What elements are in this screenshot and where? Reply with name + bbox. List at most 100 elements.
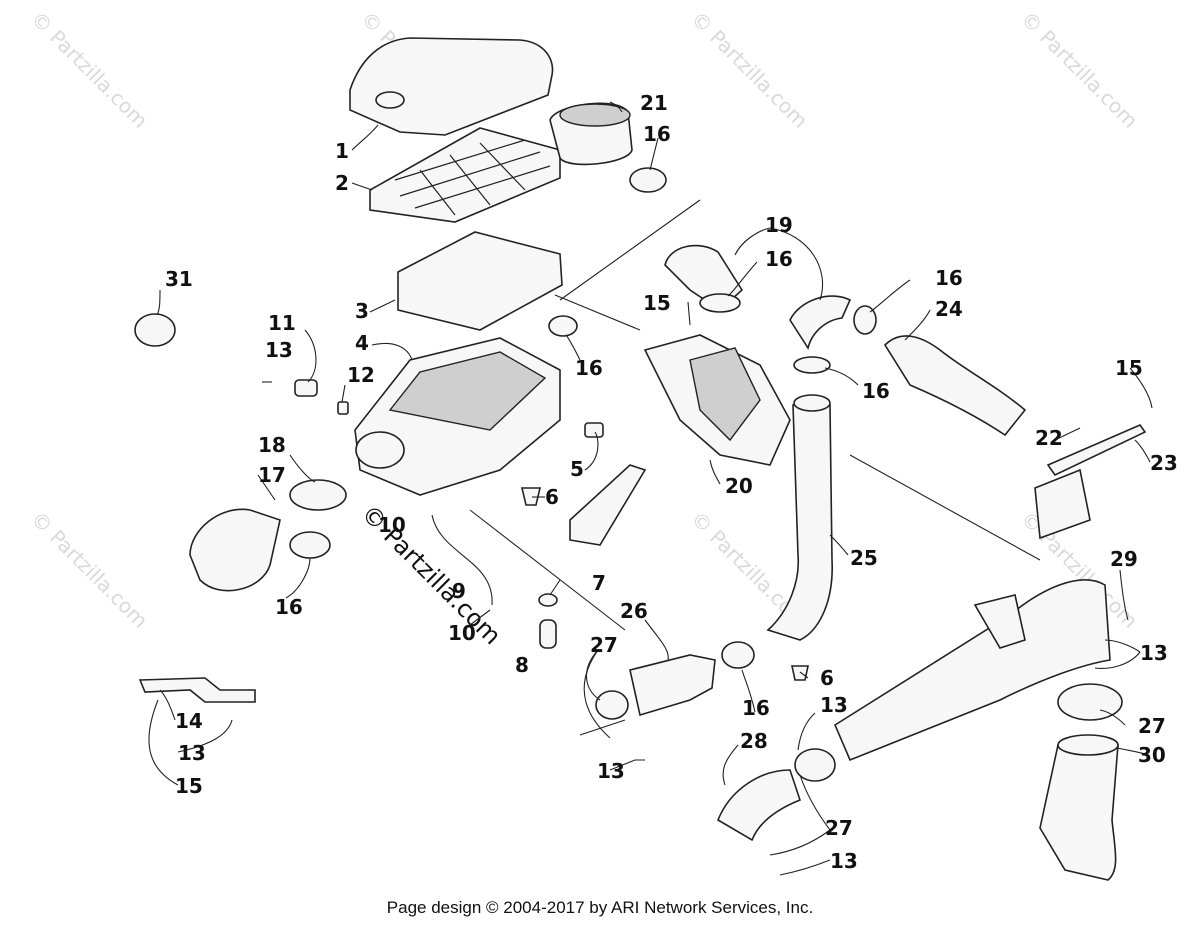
callout-16b: 16 [765, 247, 793, 271]
callout-20: 20 [725, 474, 753, 498]
part-airbox-inlet [355, 431, 405, 469]
callout-15b: 15 [643, 291, 671, 315]
part-clamp-16-mid [699, 293, 741, 313]
callout-26: 26 [620, 599, 648, 623]
callout-3: 3 [355, 299, 369, 323]
part-filter-element [397, 231, 563, 331]
callout-13b: 13 [597, 759, 625, 783]
callout-13d: 13 [1140, 641, 1168, 665]
part-grommet-11 [294, 379, 318, 397]
callout-21: 21 [640, 91, 668, 115]
part-clamp-27-mid [794, 748, 836, 782]
part-clamp-16-r1 [853, 305, 877, 335]
part-clamp-16-r2 [793, 356, 831, 374]
part-clamp-top [629, 167, 667, 193]
callout-29: 29 [1110, 547, 1138, 571]
callout-13c: 13 [820, 693, 848, 717]
callout-15a: 15 [175, 774, 203, 798]
callout-6a: 6 [545, 485, 559, 509]
part-duct-29 [833, 579, 1111, 762]
part-ring-31 [134, 313, 176, 347]
part-airbox-lid [349, 37, 554, 136]
part-duct-29-flange [973, 594, 1026, 649]
callout-10a: 10 [378, 513, 406, 537]
part-clamp-7 [538, 593, 558, 607]
callout-22: 22 [1035, 426, 1063, 450]
part-airbox-cavity [388, 351, 547, 431]
callout-27b: 27 [1138, 714, 1166, 738]
callout-16a: 16 [643, 122, 671, 146]
callout-28: 28 [740, 729, 768, 753]
parts-layer [134, 37, 1147, 881]
part-riser-tube-25 [766, 404, 833, 641]
part-clamp-16-low [721, 641, 755, 669]
callout-19: 19 [765, 213, 793, 237]
watermark-4: © Partzilla.com [1016, 7, 1142, 133]
part-outlet-top [1057, 734, 1119, 756]
part-bracket-plate [1034, 468, 1091, 540]
part-throttle-ports [689, 347, 761, 442]
callout-1: 1 [335, 139, 349, 163]
callout-6b: 6 [820, 666, 834, 690]
callout-17: 17 [258, 463, 286, 487]
part-bracket-center [569, 464, 647, 546]
part-duct-24 [883, 335, 1027, 437]
part-clamp-16-center [548, 315, 578, 337]
part-grid-lines [394, 139, 551, 216]
part-clamp-27-left [595, 690, 629, 720]
callout-16c: 16 [575, 356, 603, 380]
part-clip-12 [337, 401, 349, 415]
part-clip-5 [584, 422, 604, 438]
callout-16f: 16 [275, 595, 303, 619]
part-lid-cap [375, 91, 405, 109]
watermark-5: © Partzilla.com [26, 507, 152, 633]
callout-25: 25 [850, 546, 878, 570]
part-inlet-boot [189, 508, 281, 592]
part-bracket-23 [1046, 424, 1147, 477]
part-drain-6 [520, 487, 542, 506]
part-hose-9 [431, 514, 493, 606]
callout-15c: 15 [1115, 356, 1143, 380]
callout-13e: 13 [830, 849, 858, 873]
watermark-3: © Partzilla.com [686, 7, 812, 133]
callout-14: 14 [175, 709, 203, 733]
leaders-layer [148, 101, 1153, 876]
callout-27a: 27 [590, 633, 618, 657]
page-footer: Page design © 2004-2017 by ARI Network S… [386, 898, 814, 917]
callout-5: 5 [570, 457, 584, 481]
part-filter-end [559, 103, 631, 127]
part-outlet-30 [1039, 744, 1119, 881]
callout-4: 4 [355, 331, 369, 355]
part-drain-6-low [791, 665, 809, 681]
part-reducer-26 [629, 654, 716, 717]
callout-16g: 16 [742, 696, 770, 720]
callout-2: 2 [335, 171, 349, 195]
part-clamp-27-right [1057, 683, 1123, 721]
callout-10b: 10 [448, 621, 476, 645]
part-clamp-18 [289, 479, 347, 511]
callout-7: 7 [592, 571, 606, 595]
part-riser-top [793, 394, 831, 412]
callout-16d: 16 [862, 379, 890, 403]
part-clamp-16-left [289, 531, 331, 559]
callout-12: 12 [347, 363, 375, 387]
callout-13f: 13 [178, 741, 206, 765]
callout-30: 30 [1138, 743, 1166, 767]
callouts-layer: 1 2 3 4 5 6 6 7 8 9 10 10 11 12 13 13 13… [165, 91, 1178, 873]
callout-13a: 13 [265, 338, 293, 362]
callout-23: 23 [1150, 451, 1178, 475]
callout-16e: 16 [935, 266, 963, 290]
callout-11: 11 [268, 311, 296, 335]
part-elbow-19-right [789, 295, 852, 350]
part-bracket-14 [138, 677, 256, 703]
callout-31: 31 [165, 267, 193, 291]
part-plug-8 [539, 619, 557, 649]
part-elbow-28 [717, 769, 801, 842]
callout-24: 24 [935, 297, 963, 321]
callout-8: 8 [515, 653, 529, 677]
callout-27c: 27 [825, 816, 853, 840]
watermark-1: © Partzilla.com [26, 7, 152, 133]
callout-18: 18 [258, 433, 286, 457]
callout-9: 9 [452, 579, 466, 603]
